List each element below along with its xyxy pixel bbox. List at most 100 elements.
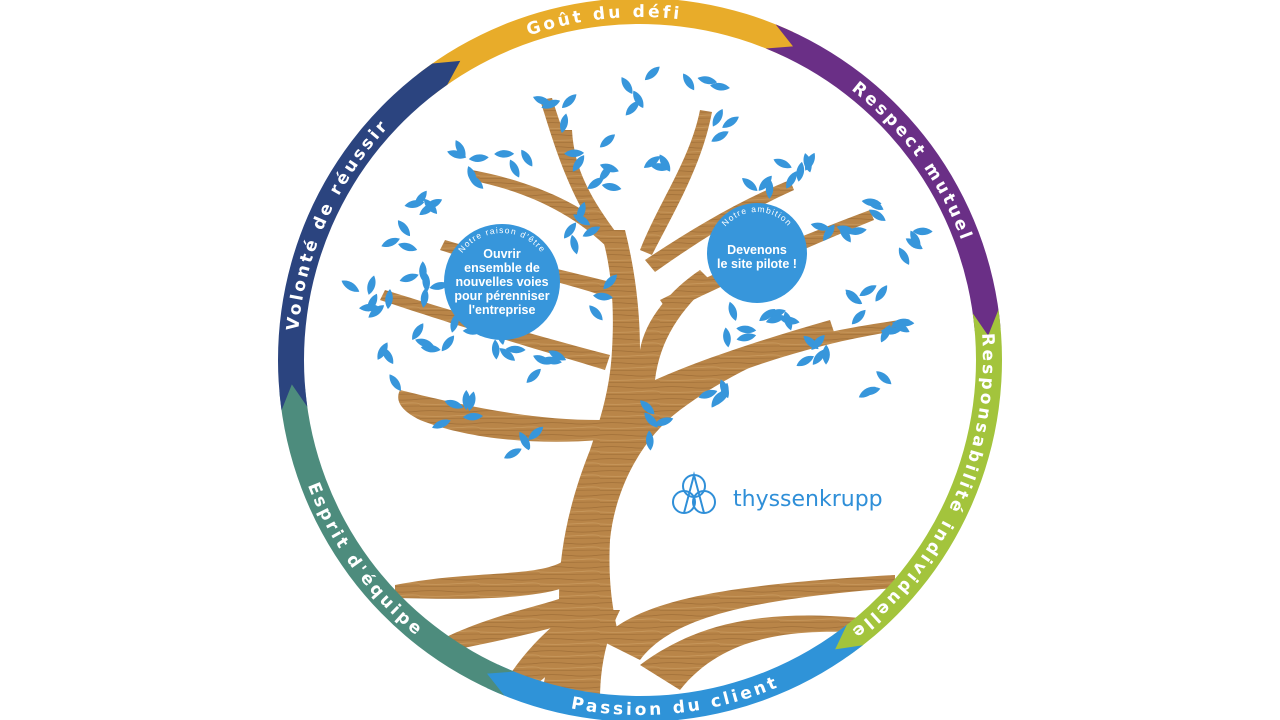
ambition-bubble: Notre ambition Devenons le site pilote ! [707,203,807,303]
leaf [633,90,644,109]
leaf [504,448,522,459]
leaf [823,224,835,241]
thyssenkrupp-logo: thyssenkrupp [672,471,883,514]
purpose-line: l'entreprise [469,303,536,317]
leaf [398,242,418,252]
leaf [519,432,530,451]
leaf [494,150,515,158]
leaf [876,371,892,385]
leaf [450,313,459,333]
leaf [875,285,888,302]
leaf [582,226,601,237]
leaf [698,389,718,399]
leaf [796,355,814,367]
leaf [711,131,729,142]
leaf [491,339,500,360]
leaf [468,154,489,162]
ring-segment: Goût du défi [417,0,810,96]
leaf [528,426,544,440]
leaf [447,150,467,159]
leaf [866,199,884,211]
leaf [625,100,640,116]
ring-segment-band [278,60,461,411]
leaf [846,227,867,235]
leaf [573,214,591,226]
leaf [381,237,400,248]
tree [341,66,933,700]
leaf [589,305,603,321]
leaf [869,209,886,221]
leaf [711,391,723,408]
ambition-line: le site pilote ! [717,257,797,271]
ring-segment-label: Goût du défi [524,2,683,40]
leaf [759,308,776,322]
leaf [359,303,380,312]
leaf [455,140,466,158]
leaf [859,285,877,297]
leaf [415,338,435,348]
leaf [736,325,757,334]
ambition-line: Devenons [727,243,787,257]
leaf [644,412,658,428]
leaf [432,419,451,429]
leaf [773,158,792,169]
leaf [712,109,723,127]
leaf [570,234,579,255]
leaf [710,82,730,91]
leaf [342,281,360,292]
tree-leaves [341,66,933,459]
leaf [880,327,901,335]
leaf [560,113,569,133]
leaf [419,261,427,282]
leaf [765,314,785,324]
leaf [601,183,622,191]
purpose-bubble: Notre raison d'être Ouvrir ensemble de n… [444,224,560,340]
ring-segment: Respect mutuel [765,24,1001,354]
leaf [397,220,411,237]
leaf [441,335,455,352]
leaf [912,227,933,236]
leaf [786,171,797,189]
leaf [444,399,464,409]
leaf [646,430,654,451]
leaf [640,400,655,415]
purpose-line: Ouvrir [483,247,521,261]
leaf [412,323,424,340]
leaf [898,247,910,265]
leaf [697,76,718,85]
leaf [377,342,388,360]
leaf [526,368,541,383]
leaf [722,116,739,128]
leaf [643,156,661,168]
leaf [399,273,419,283]
leaf [720,382,729,402]
leaf [654,417,674,427]
leaf [892,321,910,333]
tree-trunk [559,230,834,640]
leaf [404,200,425,209]
leaf [521,149,533,167]
leaf [599,164,612,181]
logo-wordmark: thyssenkrupp [733,487,883,512]
leaf [839,225,851,243]
leaf [728,301,738,321]
leaf [812,349,826,365]
leaf [779,316,800,325]
ring-segment-band [765,24,1001,354]
leaf [736,333,757,342]
leaf [541,99,561,109]
ring-segment: Responsabilité individuelle [819,309,1003,660]
leaf [548,350,567,361]
leaf [758,175,772,191]
leaf [723,327,731,348]
leaf [810,222,831,231]
leaf [811,334,825,350]
leaf [593,292,613,301]
leaf [561,94,577,109]
leaf [564,222,577,239]
ring-segment: Volonté de réussir [278,60,461,411]
leaf [423,198,438,214]
leaf [509,159,520,178]
leaf [420,287,429,308]
